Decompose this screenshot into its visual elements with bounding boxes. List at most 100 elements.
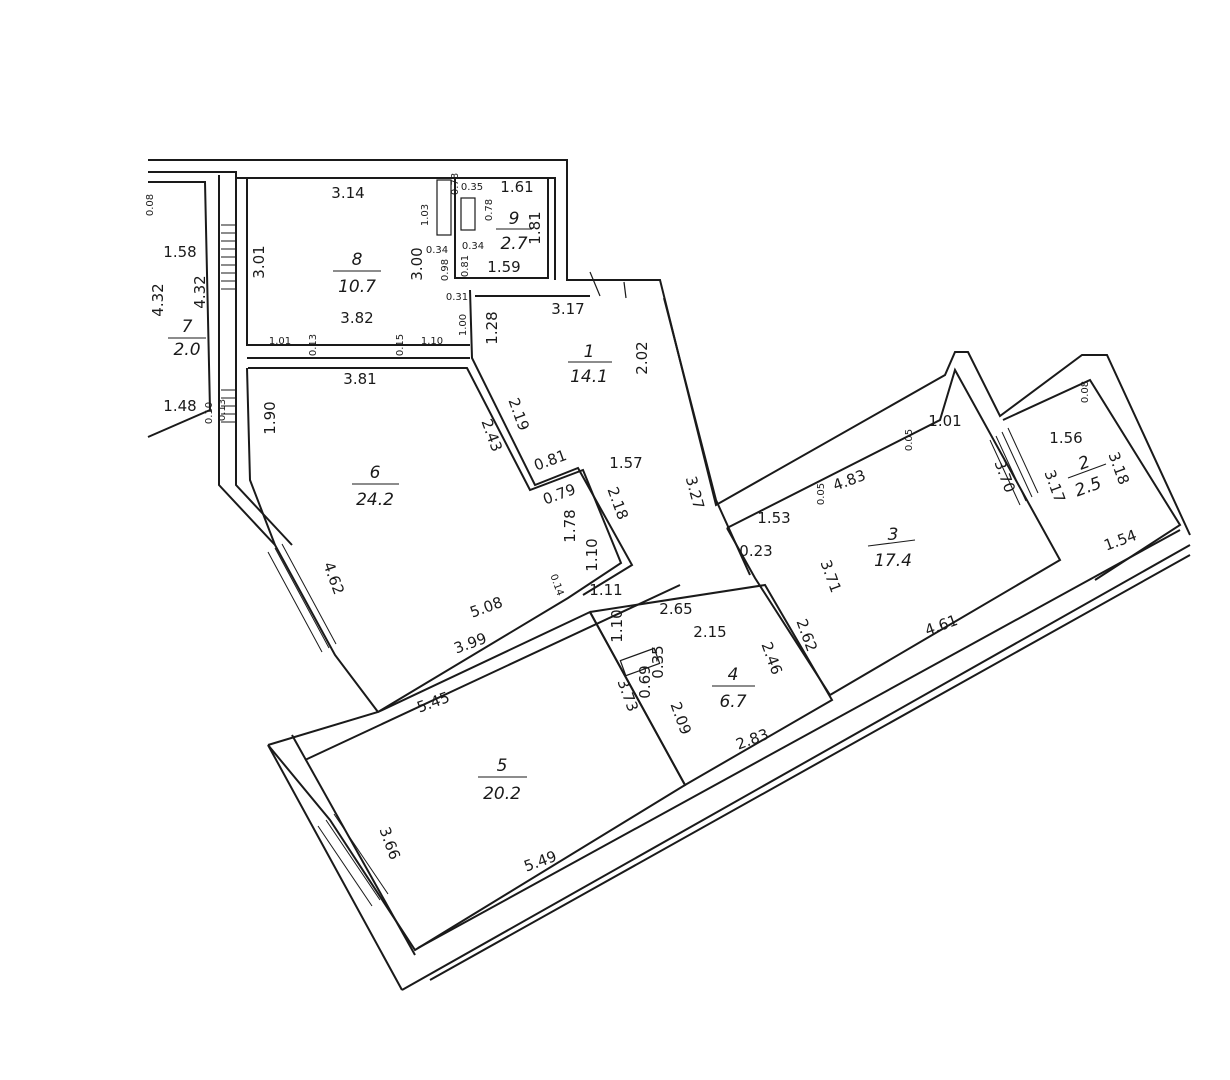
svg-text:6: 6 [370, 463, 381, 483]
dim-r3-a: 1.53 [757, 509, 790, 527]
dim-r7-top: 1.58 [163, 243, 196, 261]
room-label-2: 2 2.5 [1067, 452, 1107, 501]
svg-text:3: 3 [888, 525, 899, 545]
room-label-5: 5 20.2 [478, 756, 527, 804]
dim-r9-e: 0.78 [484, 199, 495, 221]
dim-r8-c: 0.98 [440, 259, 451, 281]
dim-r6-e: 1.10 [583, 538, 601, 571]
dim-r9-bottom: 1.59 [487, 258, 520, 276]
dim-r5-left: 3.66 [376, 825, 404, 863]
svg-text:2: 2 [1076, 452, 1093, 474]
dim-r4-bottom: 2.83 [734, 725, 772, 753]
dim-r4-right: 2.46 [758, 640, 786, 678]
dim-r8-left: 3.01 [250, 245, 268, 278]
dim-r5-bottom: 5.49 [522, 847, 560, 875]
svg-text:17.4: 17.4 [874, 551, 912, 571]
dim-r6-diag: 2.43 [478, 417, 506, 455]
walls [147, 159, 1191, 991]
dim-r2-top: 1.56 [1049, 429, 1082, 447]
dim-r8-d: 0.31 [446, 292, 468, 303]
room-labels: 1 14.1 2 2.5 3 17.4 4 6.7 5 20.2 6 24.2 [168, 209, 1107, 804]
dim-r1-top: 3.17 [551, 300, 584, 318]
dim-r4-a: 0.35 [649, 645, 667, 678]
dim-r7-b: 0.10 [204, 402, 215, 424]
svg-text:24.2: 24.2 [356, 490, 394, 510]
dim-r3-d: 1.01 [928, 412, 961, 430]
dim-r6-f: 0.14 [547, 573, 565, 598]
svg-text:14.1: 14.1 [570, 367, 608, 387]
window-stair-top [221, 224, 236, 290]
dim-r8-h: 0.15 [395, 334, 406, 356]
dim-r2-left: 3.17 [1041, 468, 1069, 506]
svg-text:7: 7 [182, 317, 193, 337]
dim-r6-d: 2.18 [604, 485, 632, 523]
dim-r1-b: 3.27 [682, 474, 708, 511]
svg-text:6.7: 6.7 [719, 692, 746, 712]
dimension-labels: 3.14 3.01 3.00 3.82 1.03 0.34 0.98 0.31 … [145, 173, 1139, 876]
dim-r8-f: 1.01 [269, 336, 291, 347]
dim-r6-left: 1.90 [261, 401, 279, 434]
dim-r4-top: 2.15 [693, 623, 726, 641]
window-room-6 [267, 543, 337, 653]
room-label-6: 6 24.2 [352, 463, 399, 510]
svg-text:20.2: 20.2 [483, 784, 521, 804]
svg-text:2.5: 2.5 [1072, 473, 1104, 501]
dim-r6-bottom: 5.08 [468, 593, 506, 621]
dim-r8-right: 3.00 [408, 247, 426, 280]
svg-text:5: 5 [497, 756, 508, 776]
dim-r7-left: 4.32 [149, 283, 167, 316]
dim-r6-a: 0.81 [532, 446, 570, 474]
dim-r3-bottom: 4.61 [923, 611, 961, 639]
room-label-7: 7 2.0 [168, 317, 206, 360]
dim-c-b: 1.10 [608, 609, 626, 642]
dim-r1-mid: 1.57 [609, 454, 642, 472]
dim-r2-bottom: 1.54 [1102, 526, 1140, 554]
room-label-3: 3 17.4 [867, 525, 916, 571]
dim-r8-g: 0.13 [308, 334, 319, 356]
dim-c-c: 2.65 [659, 600, 692, 618]
dim-r8-b: 0.34 [426, 245, 448, 256]
dim-r2-right: 3.18 [1105, 450, 1133, 488]
dim-r9-right: 1.81 [526, 211, 544, 244]
dim-c-a: 1.11 [589, 581, 622, 599]
dim-r7-right: 4.32 [191, 275, 209, 308]
dim-r7-a: 0.08 [145, 194, 156, 216]
svg-text:10.7: 10.7 [338, 277, 376, 297]
room-label-1: 1 14.1 [568, 342, 612, 387]
room-label-9: 9 2.7 [496, 209, 532, 254]
window-room-3 [989, 427, 1039, 506]
dim-r1-a: 2.19 [505, 396, 533, 434]
svg-text:4: 4 [728, 665, 739, 685]
dim-r8-a: 1.03 [420, 204, 431, 226]
dim-r9-a: 0.35 [461, 182, 483, 193]
dim-r8-i: 1.10 [421, 336, 443, 347]
dim-r8-bottom: 3.82 [340, 309, 373, 327]
dim-r4-b: 0.69 [636, 665, 654, 698]
dim-r3-right: 3.70 [991, 458, 1019, 496]
dim-r6-b2: 3.99 [452, 629, 490, 657]
windows [221, 224, 1039, 907]
dim-r7-c: 0.13 [217, 399, 228, 421]
dim-r8-e: 1.00 [458, 314, 469, 336]
dim-r7-bottom: 1.48 [163, 397, 196, 415]
dim-r4-left: 2.09 [667, 700, 695, 738]
dim-r1-left: 1.28 [483, 311, 501, 344]
room-label-8: 8 10.7 [333, 250, 381, 297]
svg-text:1: 1 [584, 342, 595, 362]
dim-r1-right: 2.02 [633, 341, 651, 374]
dim-r8-top: 3.14 [331, 184, 364, 202]
dim-r9-b: 0.78 [450, 173, 461, 195]
dim-r6-wall: 4.62 [320, 560, 348, 598]
dim-r3-left: 0.23 [739, 542, 772, 560]
dim-r9-top: 1.61 [500, 178, 533, 196]
dim-r3-b: 0.05 [816, 483, 827, 505]
svg-text:8: 8 [352, 250, 363, 270]
dim-r6-c: 1.78 [561, 509, 579, 542]
dim-r3-c: 0.05 [904, 429, 915, 451]
dim-r9-d: 0.81 [460, 255, 471, 277]
dim-r2-a: 0.08 [1080, 381, 1091, 403]
window-room-5 [317, 813, 389, 907]
dim-r3-top: 4.83 [831, 466, 869, 494]
window-stair-bottom [221, 389, 236, 423]
